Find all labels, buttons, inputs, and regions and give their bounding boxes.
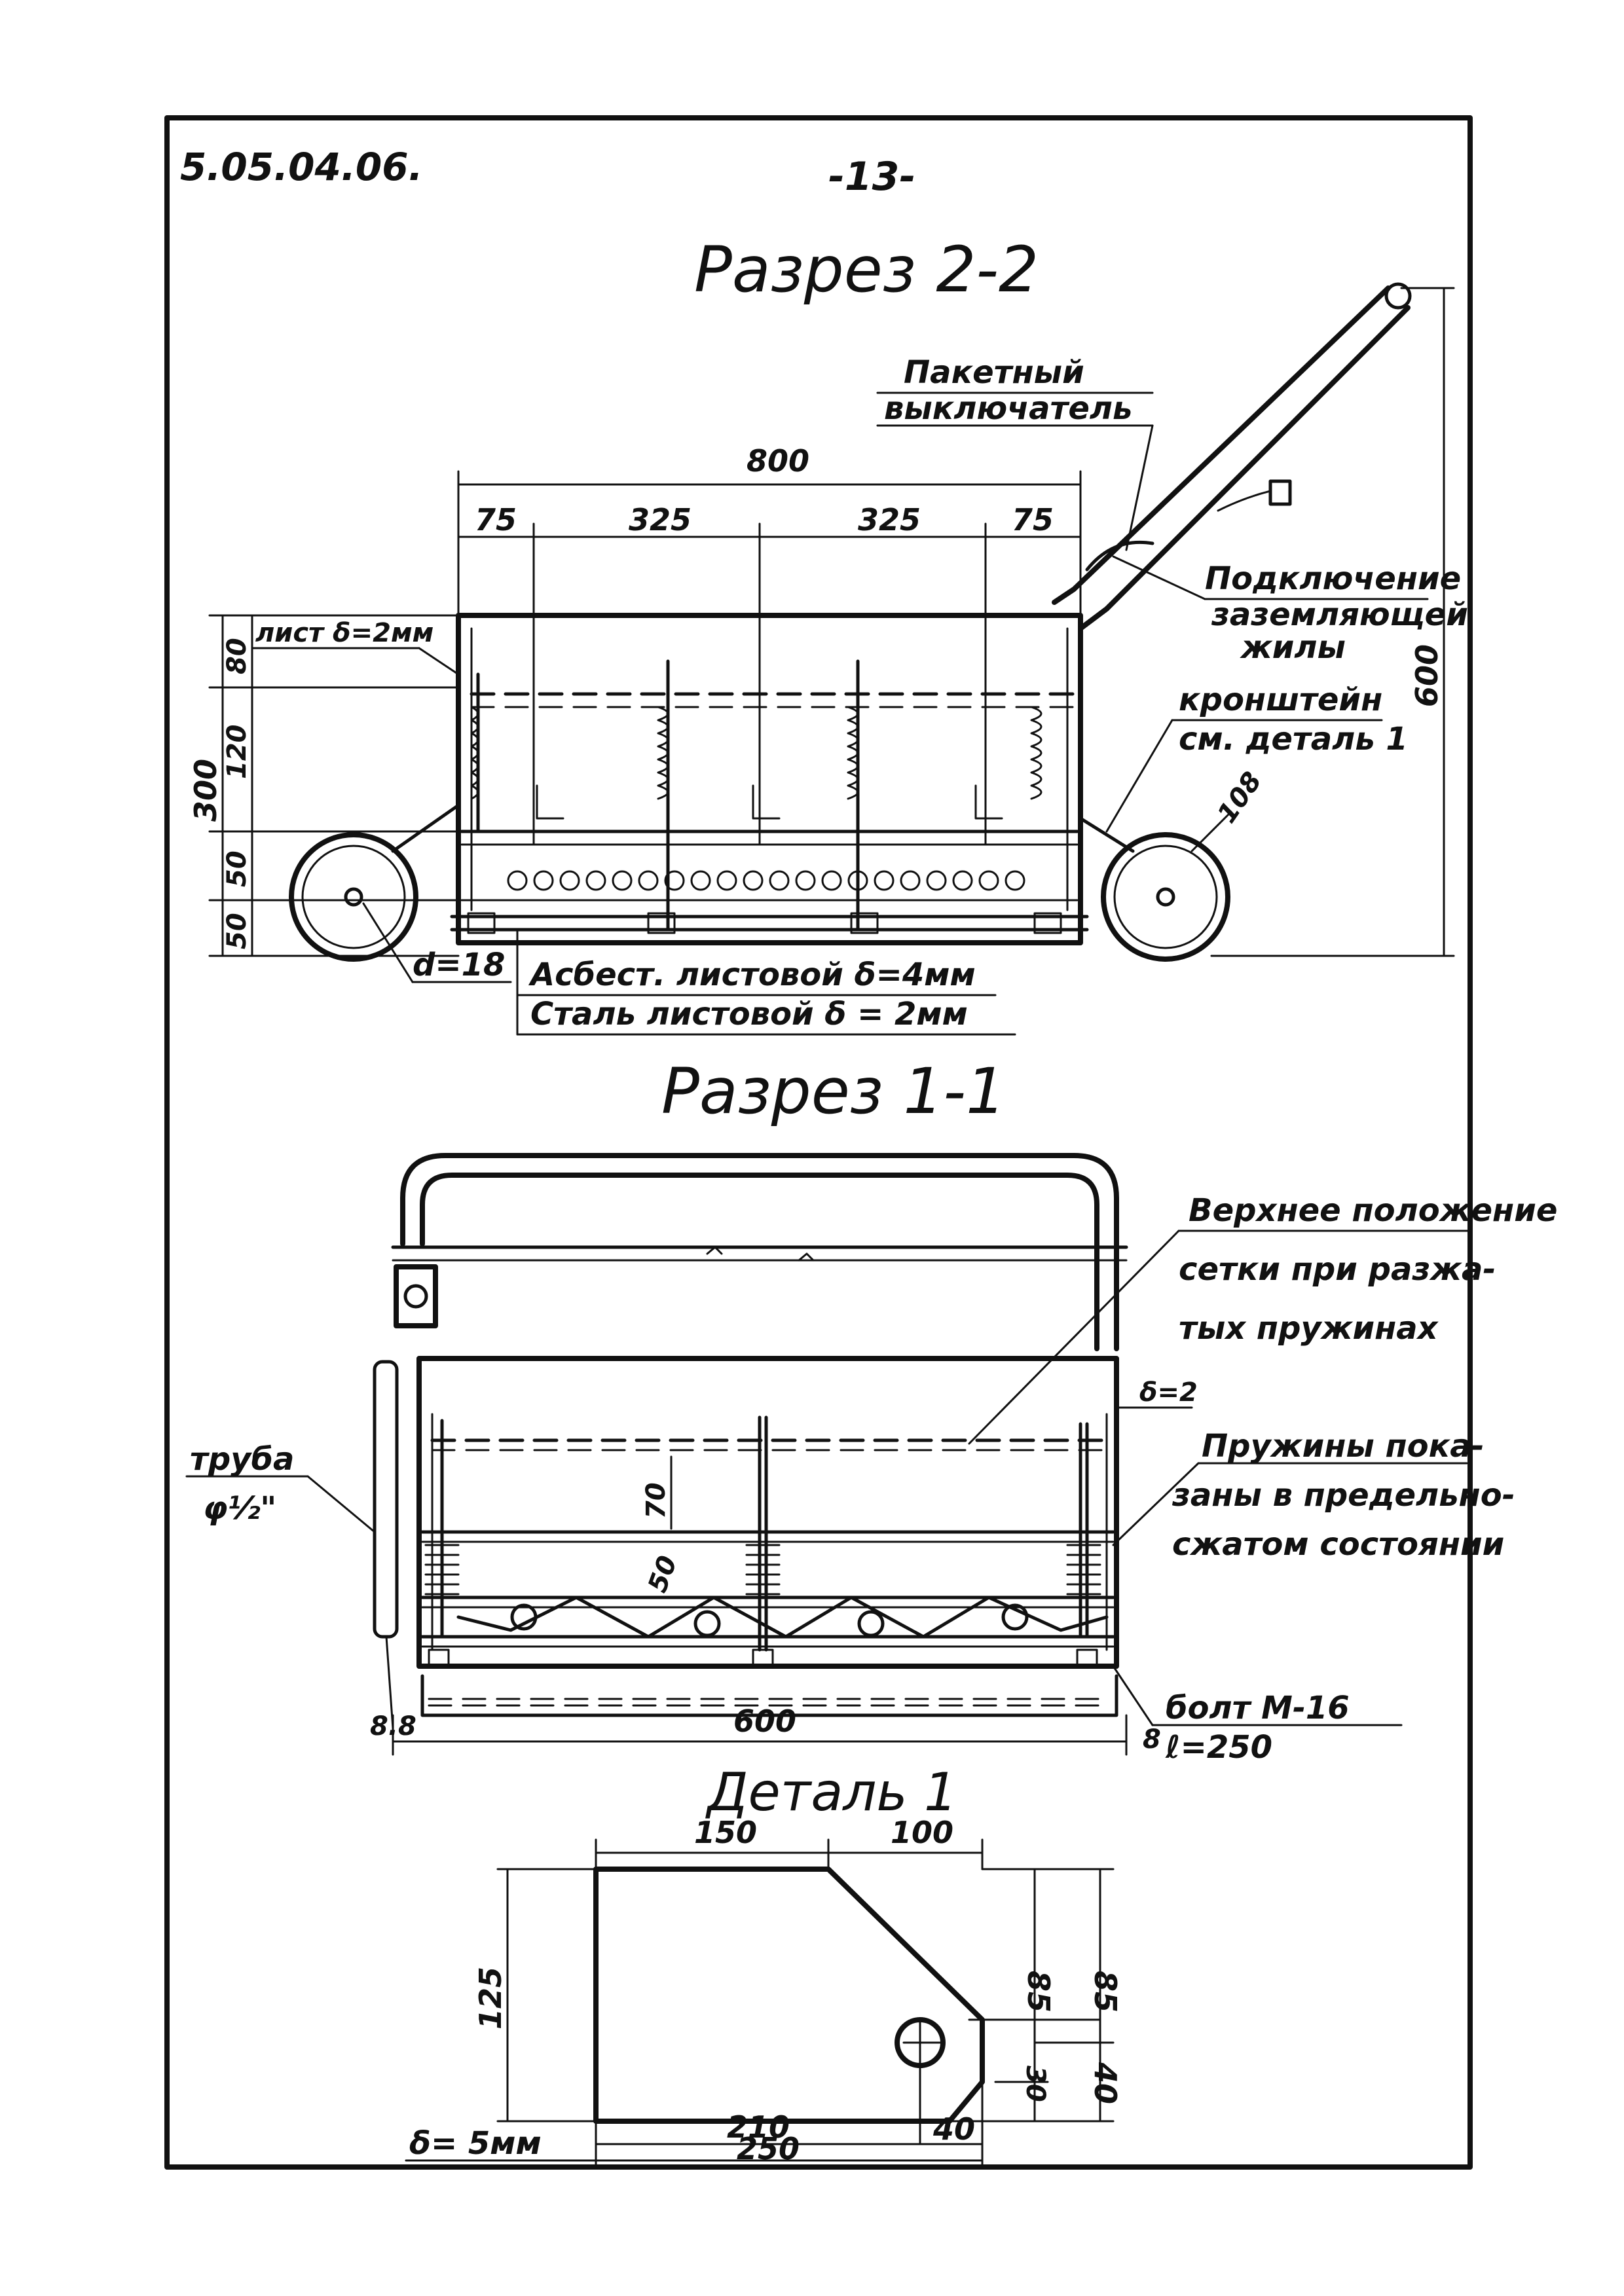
dim-80: 80	[222, 638, 252, 674]
dim-85-a: 85	[1021, 1971, 1056, 2013]
switch-label-2: выключатель	[884, 390, 1132, 427]
dim-50-b: 50	[222, 913, 252, 949]
upper-position-label-2: сетки при разжа-	[1179, 1251, 1496, 1288]
heating-elements-row	[507, 870, 1025, 891]
dim-325-b: 325	[858, 502, 921, 538]
dim-150: 150	[694, 1815, 757, 1850]
thickness-label: δ= 5мм	[409, 2125, 542, 2162]
switch-label-1: Пакетный	[904, 354, 1084, 391]
dim-right-edge: 8	[1143, 1724, 1161, 1755]
section-2-callouts: Пакетный выключатель лист δ=2мм Подключе…	[251, 354, 1468, 1036]
upper-position-label-1: Верхнее положение	[1189, 1192, 1557, 1229]
ground-label-1: Подключение	[1205, 560, 1461, 597]
dim-50-a: 50	[222, 850, 252, 887]
section-1-dimensions: 600 8.8 8 70 50 δ=2	[370, 1377, 1198, 1756]
dim-800: 800	[747, 443, 809, 479]
cart-handle	[1052, 282, 1412, 631]
dim-70: 70	[641, 1482, 671, 1519]
dim-108: 108	[1212, 767, 1268, 829]
tank-body-section-2	[450, 613, 1089, 945]
springs-label-2: заны в предельно-	[1172, 1477, 1515, 1514]
right-wheel: 108	[1079, 767, 1268, 962]
detail-1-dimensions: 150 100 125 85 85 30 40 210 40 250 δ= 5м…	[405, 1815, 1123, 2168]
dim-50: 50	[642, 1552, 683, 1596]
bolt-label-1: болт М-16	[1166, 1690, 1350, 1726]
bolt-label-2: ℓ=250	[1165, 1729, 1272, 1766]
dim-40-horizontal: 40	[932, 2111, 975, 2147]
dim-125: 125	[473, 1967, 508, 2030]
pipe-label-1: труба	[190, 1441, 294, 1478]
pipe-label-2: φ½"	[203, 1490, 276, 1527]
dim-120: 120	[222, 725, 252, 780]
section-2-2-title: Разрез 2-2	[694, 233, 1039, 306]
bracket-label-1: кронштейн	[1179, 682, 1382, 718]
dim-250: 250	[737, 2131, 800, 2166]
springs-label-1: Пружины пока-	[1202, 1428, 1485, 1465]
detail-1-title: Деталь 1	[705, 1762, 957, 1823]
section-1-callouts: Верхнее положение сетки при разжа- тых п…	[185, 1192, 1557, 1766]
bracket-label-2: см. деталь 1	[1179, 721, 1408, 757]
springs-label-3: сжатом состоянии	[1172, 1526, 1504, 1563]
drawing-code: 5.05.04.06.	[180, 145, 423, 189]
page-number: -13-	[828, 154, 915, 200]
dim-300: 300	[188, 759, 223, 822]
sheet-frame	[164, 115, 1473, 2170]
spring-rods	[470, 659, 1043, 932]
dim-600-width: 600	[733, 1704, 796, 1739]
left-wheel	[289, 803, 460, 962]
axle-diameter: d=18	[413, 947, 505, 983]
sheet-label: лист δ=2мм	[255, 618, 434, 648]
dim-100: 100	[891, 1815, 953, 1850]
dim-85-b: 85	[1088, 1971, 1123, 2013]
upper-position-label-3: тых пружинах	[1179, 1310, 1439, 1347]
ground-label-3: жилы	[1240, 629, 1346, 666]
steel-label: Сталь листовой δ = 2мм	[530, 996, 968, 1032]
dim-210: 210	[727, 2109, 790, 2145]
dim-30: 30	[1020, 2066, 1050, 2102]
dim-325-a: 325	[629, 502, 692, 538]
asbestos-label: Асбест. листовой δ=4мм	[528, 957, 976, 993]
section-1-1-title: Разрез 1-1	[661, 1055, 1006, 1128]
section-2-dimensions: 800 75 325 325 75 300 80 120 50 50 600	[188, 287, 1455, 957]
tank-body-section-1	[373, 1153, 1128, 1730]
dim-40-vertical: 40	[1088, 2062, 1123, 2104]
dim-75-left: 75	[475, 502, 517, 538]
ground-label-2: заземляющей	[1211, 596, 1468, 633]
dim-delta-2: δ=2	[1139, 1377, 1198, 1408]
dim-left-edge: 8.8	[370, 1711, 416, 1741]
dim-75-right: 75	[1012, 502, 1054, 538]
dim-600-handle: 600	[1409, 644, 1445, 707]
